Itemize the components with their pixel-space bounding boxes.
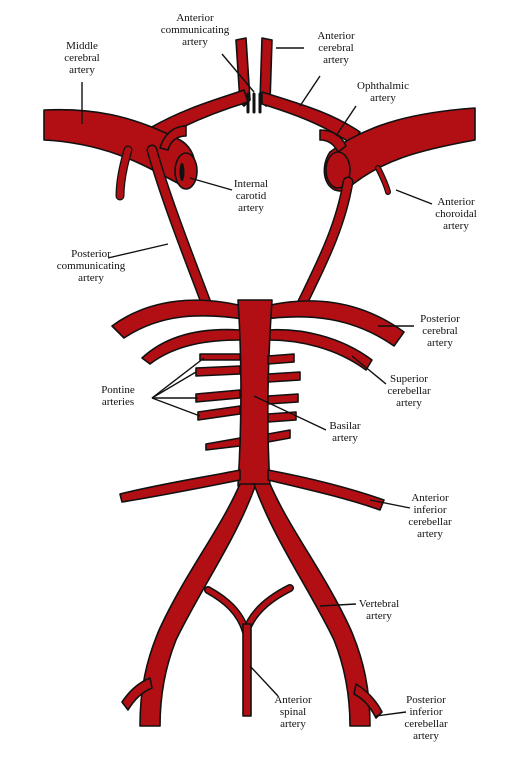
label-posterior-communicating: Posterior communicating artery: [56, 248, 126, 284]
internal-carotid-arteries: [174, 151, 351, 190]
anterior-choroidal-artery: [375, 165, 391, 195]
label-superior-cerebellar: Superior cerebellar artery: [387, 373, 431, 409]
label-pontine: Pontine arteries: [101, 384, 135, 408]
posterior-communicating-arteries: [146, 144, 354, 314]
posterior-inferior-cerebellar-arteries: [121, 677, 383, 719]
label-anterior-communicating: Anterior communicating artery: [160, 12, 230, 48]
label-internal-carotid: Internal carotid artery: [233, 178, 269, 214]
label-ophthalmic: Ophthalmic artery: [357, 80, 409, 104]
label-posterior-cerebral: Posterior cerebral artery: [420, 313, 460, 349]
label-anterior-choroidal: Anterior choroidal artery: [435, 196, 477, 232]
label-anterior-spinal: Anterior spinal artery: [274, 694, 312, 730]
label-vertebral: Vertebral artery: [358, 598, 400, 622]
label-anterior-cerebral: Anterior cerebral artery: [317, 30, 355, 66]
pontine-arteries: [195, 353, 301, 451]
anterior-spinal-artery: [204, 584, 294, 717]
label-middle-cerebral: Middle cerebral artery: [64, 40, 100, 76]
label-posterior-inferior-cerebellar: Posterior inferior cerebellar artery: [404, 694, 448, 742]
basilar-artery: [237, 299, 273, 487]
label-anterior-inferior-cerebellar: Anterior inferior cerebellar artery: [408, 492, 452, 540]
left-upper-branch: [115, 145, 133, 201]
anterior-cerebral-arteries: [149, 37, 361, 145]
vertebral-arteries: [139, 483, 371, 727]
anterior-inferior-cerebellar-arteries: [119, 469, 385, 511]
label-basilar: Basilar artery: [329, 420, 361, 444]
leader-lines: [81, 47, 433, 717]
anterior-communicating-artery: [246, 92, 262, 114]
ophthalmic-arteries: [159, 125, 347, 153]
